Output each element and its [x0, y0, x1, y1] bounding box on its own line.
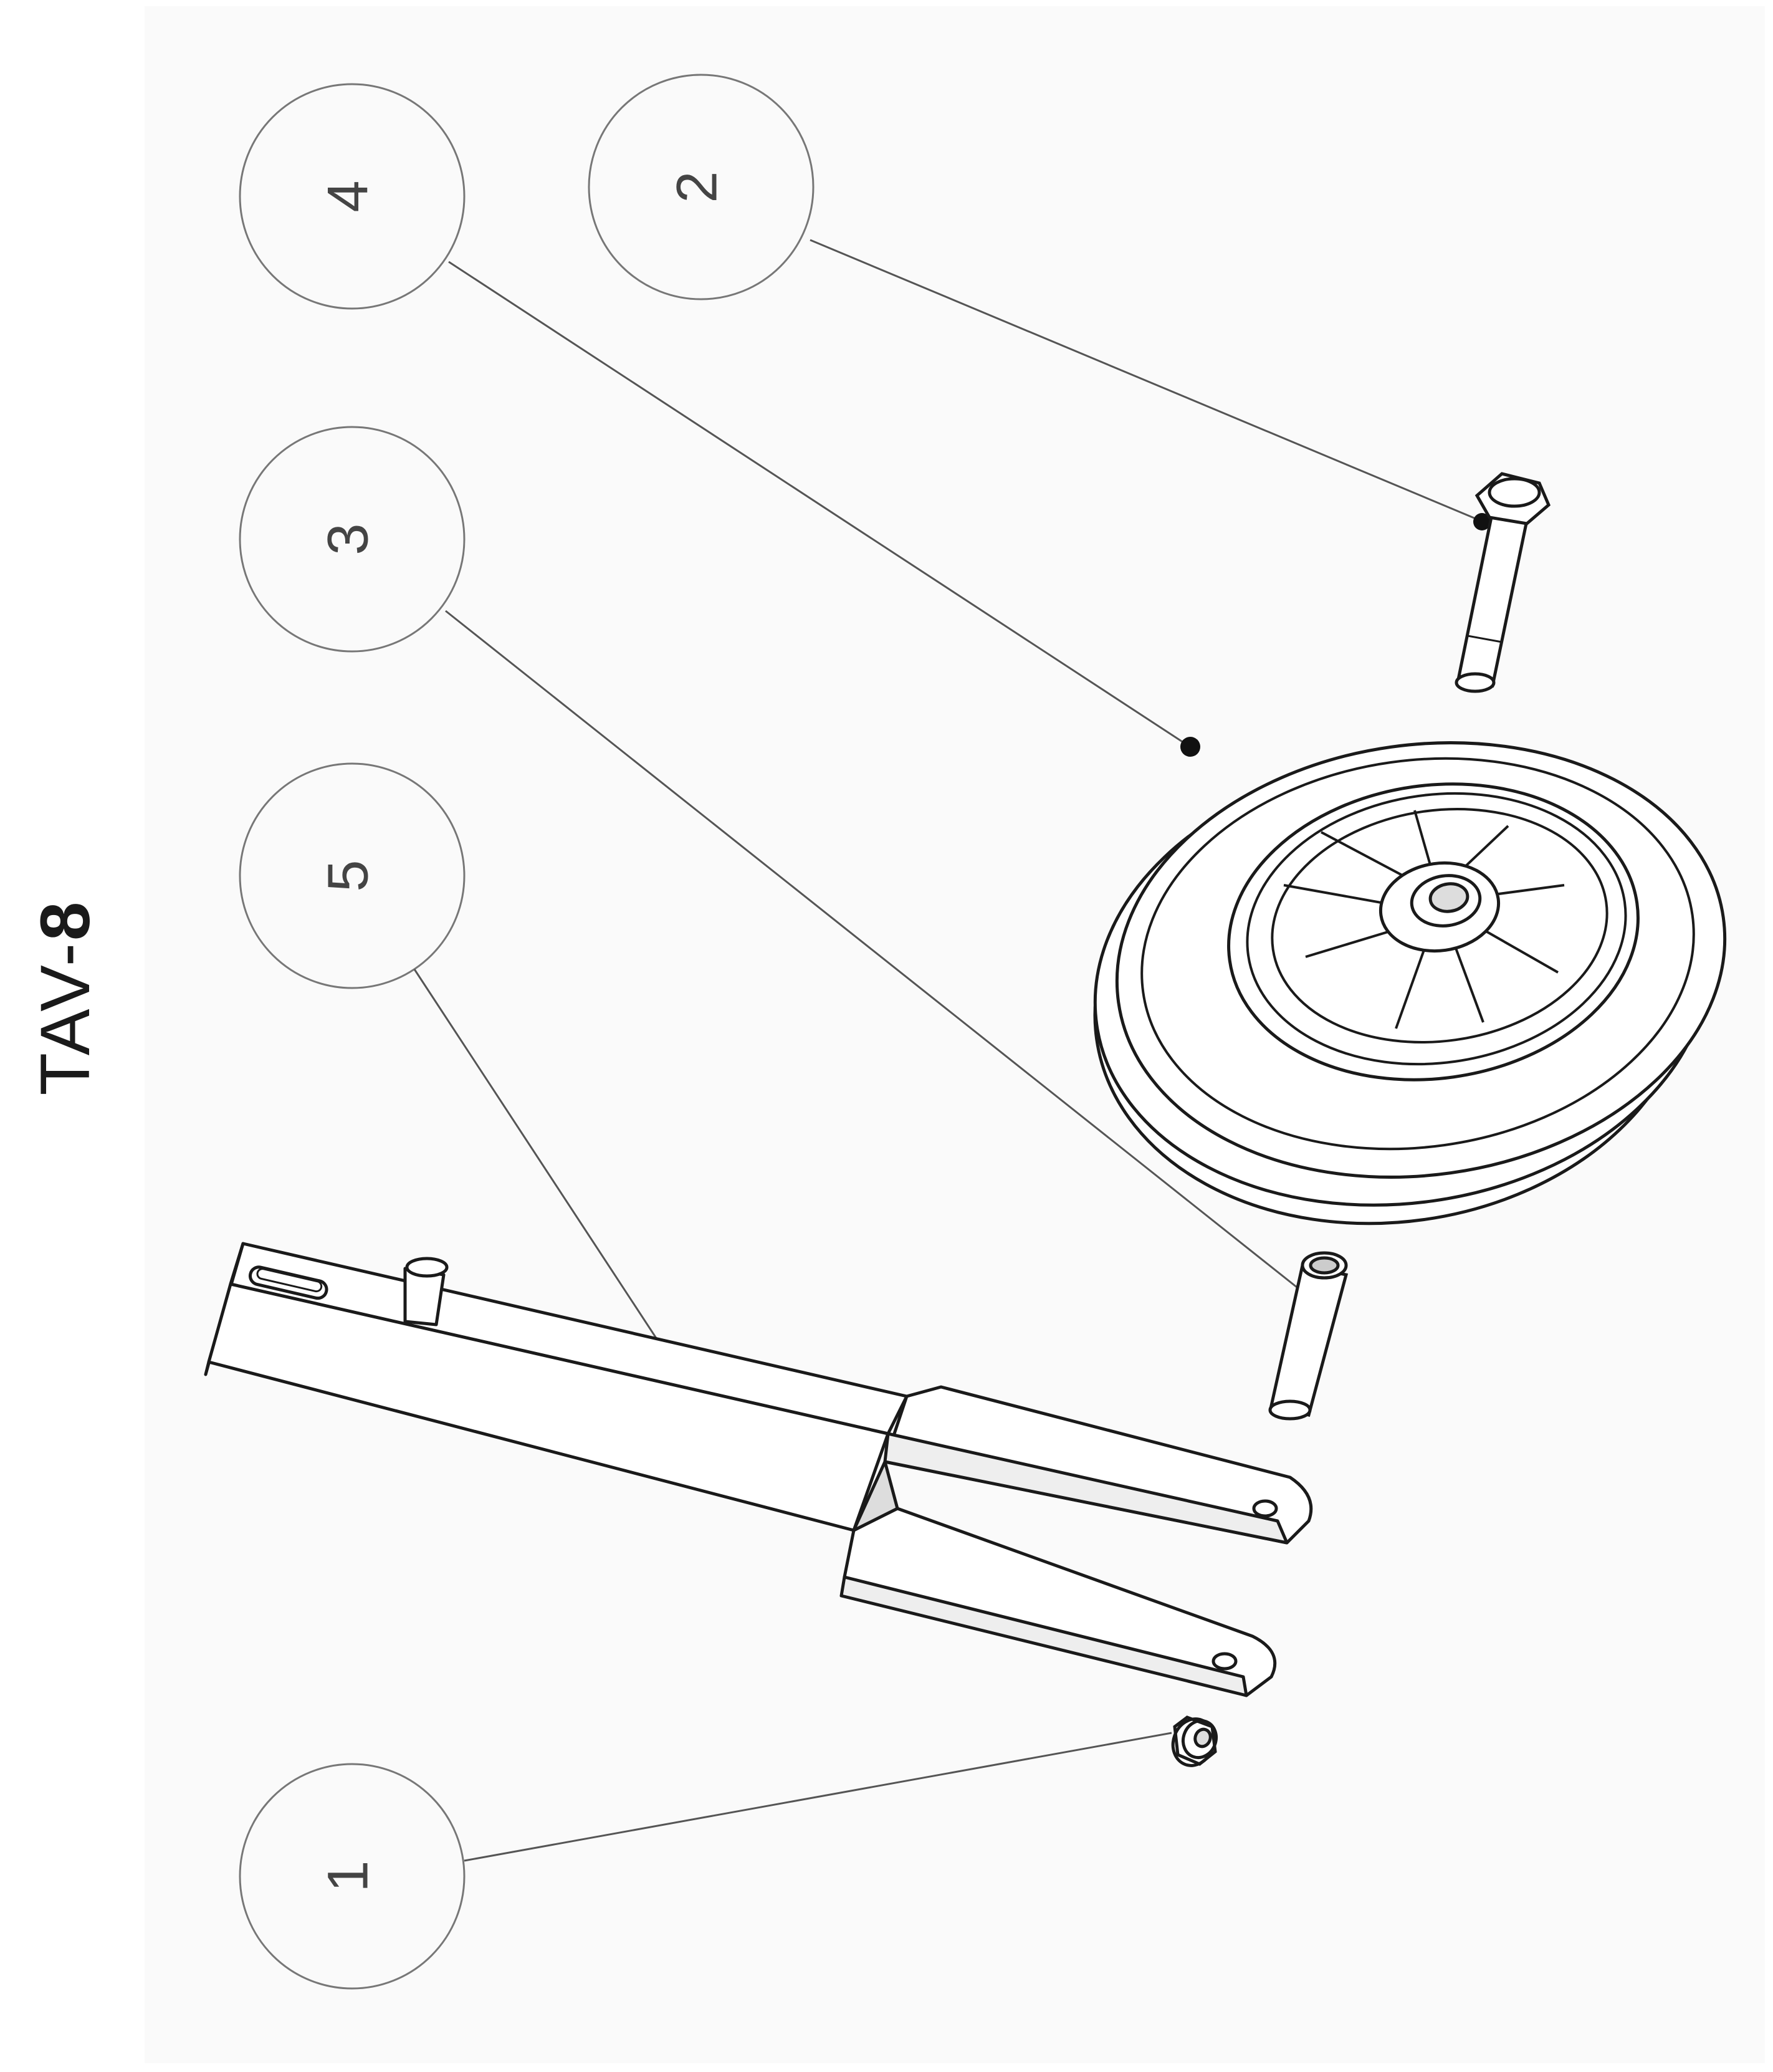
callout-circle-4 — [239, 83, 466, 310]
callout-2: 2 — [588, 74, 815, 300]
callout-3: 3 — [239, 426, 466, 653]
leader-dot-2 — [1473, 513, 1491, 530]
callout-1: 1 — [239, 1763, 466, 1990]
leader-line-3 — [445, 610, 1325, 1310]
leader-line-4 — [448, 261, 1188, 746]
leader-line-2 — [810, 239, 1481, 522]
leader-dot-4 — [1180, 737, 1200, 757]
callout-circle-3 — [239, 426, 466, 653]
leader-line-1 — [464, 1732, 1172, 1862]
callout-label-2: 2 — [665, 171, 729, 203]
callout-label-3: 3 — [316, 523, 380, 555]
bolt-part — [1455, 472, 1551, 693]
fork-arm-part — [204, 1242, 1313, 1697]
callout-label-4: 4 — [316, 180, 380, 212]
leader-line-5 — [413, 969, 665, 1350]
leader-lines — [413, 239, 1481, 1862]
callout-circle-1 — [239, 1763, 466, 1990]
callout-4: 4 — [239, 83, 466, 310]
callout-label-5: 5 — [316, 860, 380, 891]
callout-5: 5 — [239, 762, 466, 989]
wheel-part — [1093, 741, 1727, 1225]
callout-label-1: 1 — [316, 1860, 380, 1892]
flange-nut-part — [1171, 1715, 1218, 1767]
callout-circle-5 — [239, 762, 466, 989]
axle-pin-part — [1268, 1251, 1349, 1421]
callout-circle-2 — [588, 74, 815, 300]
